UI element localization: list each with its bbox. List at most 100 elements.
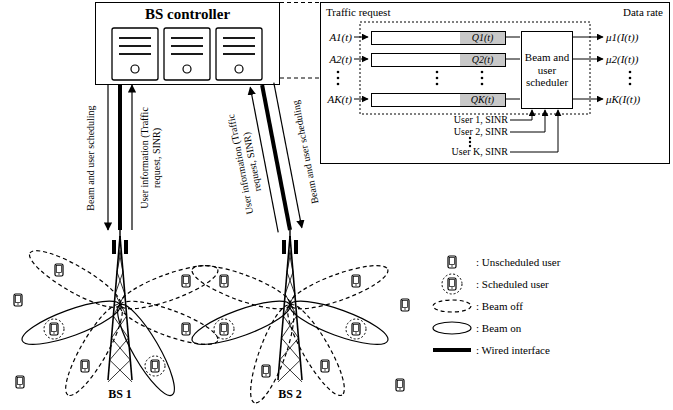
tower-brace [113, 294, 125, 316]
phone-button [154, 369, 155, 370]
phone-button [17, 303, 18, 304]
beam-on [188, 293, 295, 353]
legend-text: : Beam on [476, 321, 521, 335]
dot [337, 77, 340, 80]
antenna-mast [119, 230, 120, 238]
phone-button [404, 308, 405, 309]
tower-leg [120, 236, 132, 380]
dot [481, 77, 484, 80]
legend-text: : Scheduled user [476, 277, 549, 291]
phone-icon [220, 323, 228, 335]
signal-name: AK(t) [300, 92, 352, 106]
tower-brace [285, 272, 293, 294]
phone-screen [18, 378, 23, 385]
phone-screen [16, 296, 21, 303]
server-slot [119, 37, 151, 39]
tower-brace [280, 338, 299, 360]
edge-label: User information (Traffic request, SINR) [224, 106, 269, 220]
tower-leg [108, 236, 120, 380]
wired-interface [118, 85, 122, 230]
phone-button [185, 332, 186, 333]
phone-icon [220, 275, 228, 287]
phone-icon [14, 294, 22, 306]
tower-brace [287, 272, 295, 294]
phone-button [355, 332, 356, 333]
node-text: Q2(t) [460, 54, 505, 66]
signal-name: μK(I(t)) [606, 92, 640, 106]
beam-on [18, 293, 125, 353]
dot [469, 141, 471, 143]
phone-button [53, 332, 54, 333]
dot [337, 83, 340, 86]
tower-brace [280, 360, 303, 382]
inset-link [280, 3, 320, 79]
phone-icon [262, 365, 270, 377]
users [14, 264, 409, 391]
tower-brace [113, 316, 128, 338]
server-body [164, 28, 210, 80]
server-slot [171, 37, 203, 39]
tower-brace [108, 360, 130, 382]
phone-button [223, 332, 224, 333]
server-slot [223, 37, 255, 39]
phone-screen [184, 325, 189, 332]
tower-leg [278, 236, 290, 380]
signal-name: A1(t) [300, 30, 352, 44]
phone-screen [222, 325, 227, 332]
edge-label: User information (Traffic request, SINR) [138, 103, 162, 212]
phone-button [399, 388, 400, 389]
phone-icon [182, 275, 190, 287]
input-label: User 2, SINR [408, 125, 508, 139]
phone-icon [81, 360, 89, 372]
phone-icon [55, 264, 63, 276]
dot [481, 83, 484, 86]
beam-off [242, 301, 302, 408]
beam-off [286, 257, 393, 317]
dot [436, 77, 439, 80]
phone-icon [50, 323, 58, 335]
signal-name: μ2(I(t)) [606, 52, 638, 66]
controller-box: BS controller [95, 2, 280, 85]
phone-screen [403, 301, 408, 308]
server-button [183, 65, 191, 73]
edge-label: Beam and user scheduling [289, 96, 322, 207]
dot [337, 71, 340, 74]
phone-screen [222, 277, 227, 284]
phone-icon [448, 278, 456, 290]
server-button [235, 65, 243, 73]
inset-panel: Traffic requestData rateQ1(t)Q2(t)QK(t)B… [320, 2, 670, 164]
server-slot [119, 45, 151, 47]
phone-screen [83, 362, 88, 369]
dot [469, 137, 471, 139]
node-text: Traffic request [326, 6, 390, 19]
base-station: BS 1 [100, 230, 140, 402]
beam-off-sample [433, 300, 471, 312]
beam-on-sample [433, 322, 471, 334]
tower-brace [117, 272, 125, 294]
tower-brace [115, 294, 127, 316]
signal-name: μ1(I(t)) [606, 30, 638, 44]
phone-icon [352, 275, 360, 287]
beam-on [286, 293, 393, 353]
phone-screen [184, 277, 189, 284]
schedule-mark [44, 319, 64, 339]
node-text: Data rate [623, 6, 663, 19]
input-label: User 1, SINR [408, 113, 508, 127]
tower-drawing [100, 230, 140, 382]
phone-icon [321, 360, 329, 372]
tower-brace [283, 316, 298, 338]
phone-button [355, 284, 356, 285]
phone-screen [153, 362, 158, 369]
signal-arrow [107, 85, 108, 230]
schedule-mark [145, 356, 165, 376]
phone-button [324, 369, 325, 370]
dot [629, 83, 632, 86]
phone-icon [182, 323, 190, 335]
beam-off [188, 257, 295, 317]
phone-screen [264, 367, 269, 374]
antenna [124, 240, 128, 254]
node-text: QK(t) [460, 94, 505, 106]
server-slot [171, 53, 203, 55]
phone-screen [323, 362, 328, 369]
